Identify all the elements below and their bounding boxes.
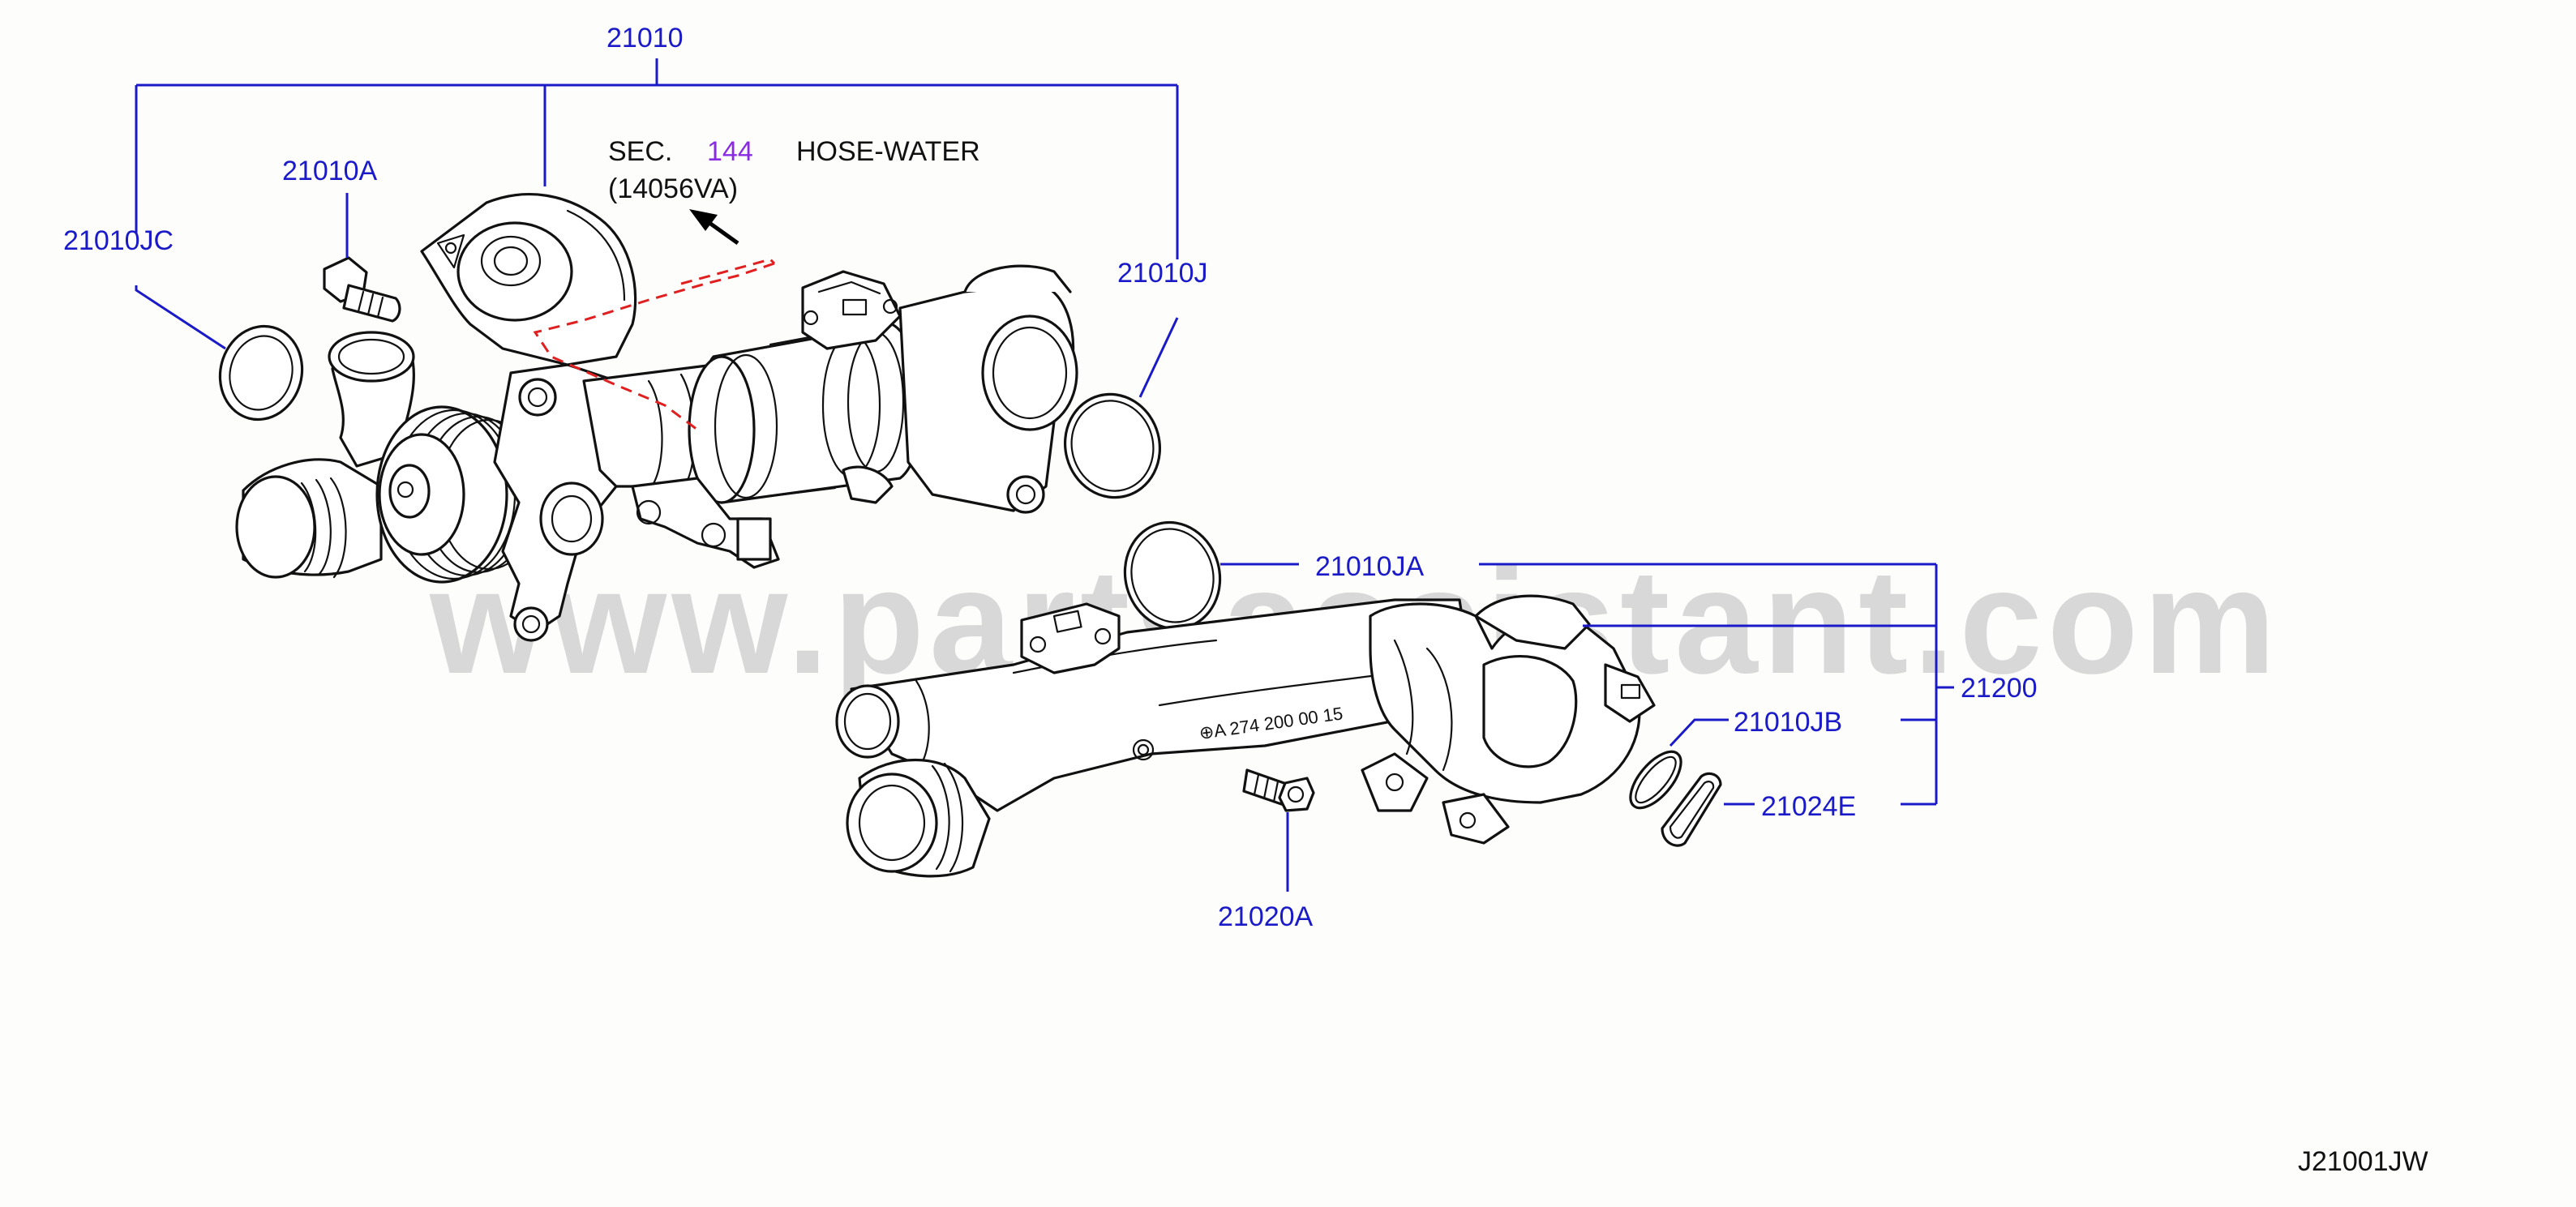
o-ring-21010JA[interactable] — [1113, 511, 1232, 640]
pipe-flange — [1020, 602, 1121, 674]
seal-21024E[interactable] — [1661, 772, 1722, 847]
callout-21010JA[interactable]: 21010JA — [1315, 551, 1425, 582]
gasket-21010JC[interactable] — [210, 317, 313, 429]
section-reference-line — [533, 262, 775, 431]
leader-lines — [135, 58, 1954, 892]
section-reference[interactable]: SEC. 144 HOSE-WATER (14056VA) — [608, 136, 980, 204]
long-pipe-end — [835, 684, 900, 759]
section-number[interactable]: 144 — [707, 136, 753, 167]
lower-elbow-opening — [846, 773, 938, 873]
bolt-21010A[interactable] — [323, 256, 401, 323]
pump-inlet-opening — [235, 475, 316, 579]
section-prefix: SEC. — [608, 136, 672, 167]
drive-pulley — [375, 405, 541, 584]
section-reference-line-2 — [680, 258, 776, 285]
callout-21010A[interactable]: 21010A — [282, 156, 378, 186]
section-name: HOSE-WATER — [796, 136, 980, 167]
o-ring-21010J[interactable] — [1053, 383, 1171, 508]
diagram-id: J21001JW — [2298, 1146, 2428, 1177]
electric-motor — [688, 323, 923, 504]
callout-21010JC[interactable]: 21010JC — [63, 225, 174, 256]
section-arrow-head — [689, 209, 718, 231]
callout-21010J[interactable]: 21010J — [1117, 258, 1208, 289]
pump-mount-eye — [513, 606, 549, 642]
bolt-21020A[interactable] — [1242, 768, 1315, 812]
callout-21200[interactable]: 21200 — [1961, 673, 2038, 704]
gasket-21010JB[interactable] — [1622, 743, 1691, 816]
callout-21024E[interactable]: 21024E — [1761, 791, 1856, 822]
section-part-code: (14056VA) — [608, 173, 738, 204]
callout-21020A[interactable]: 21020A — [1218, 901, 1314, 932]
water-pump-assembly[interactable] — [235, 193, 1078, 642]
callout-21010JB[interactable]: 21010JB — [1734, 707, 1842, 738]
coolant-pipe-assembly[interactable]: ⊕A 274 200 00 15 — [835, 594, 1656, 878]
motor-connector — [801, 270, 902, 350]
callout-21010[interactable]: 21010 — [606, 23, 684, 54]
